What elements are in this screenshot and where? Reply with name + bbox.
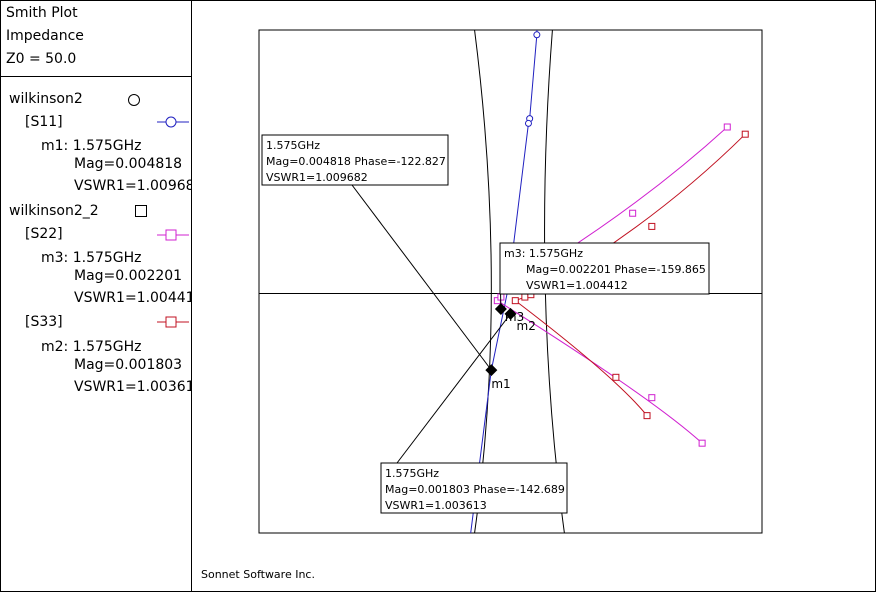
tooltip-m3-line: Mag=0.002201 Phase=-159.865: [526, 263, 706, 276]
tooltip-m3-line: VSWR1=1.004412: [526, 279, 628, 292]
tooltip-m1-line: 1.575GHz: [266, 139, 320, 152]
legend-panel: Smith Plot Impedance Z0 = 50.0 wilkinson…: [1, 1, 192, 591]
tooltip-m1-leader: [351, 184, 492, 371]
tooltip-m2-line: VSWR1=1.003613: [385, 499, 487, 512]
data-point-s33: [511, 297, 519, 305]
marker-label-m1: m1: [491, 377, 510, 391]
tooltip-m2-line: 1.575GHz: [385, 467, 439, 480]
tooltip-m2: [380, 462, 568, 514]
tooltip-m2-line: Mag=0.001803 Phase=-142.689: [385, 483, 565, 496]
plot-title: Smith Plot: [6, 5, 78, 21]
square-icon: [135, 205, 147, 217]
series-line-s22: [497, 300, 703, 444]
data-point-s22: [698, 439, 706, 447]
data-point-s33: [741, 130, 749, 138]
series-swatch-s22-icon: [157, 229, 189, 241]
data-point-s33: [643, 412, 651, 420]
legend-marker-mag: Mag=0.002201 P: [74, 268, 191, 284]
legend-file-name[interactable]: wilkinson2_2: [9, 203, 99, 219]
data-point-s11: [524, 119, 532, 127]
legend-marker-vswr: VSWR1=1.003613: [74, 379, 192, 395]
legend-marker-freq: m3: 1.575GHz: [41, 250, 142, 266]
tooltip-m3-line: m3: 1.575GHz: [504, 247, 583, 260]
data-point-s22: [648, 394, 656, 402]
tooltip-m3: [499, 242, 710, 295]
data-point-s33: [521, 293, 529, 301]
legend-header: Smith Plot Impedance Z0 = 50.0: [1, 1, 191, 77]
plot-subtitle: Impedance: [6, 28, 84, 44]
legend-marker-freq: m1: 1.575GHz: [41, 138, 142, 154]
legend-marker-freq: m2: 1.575GHz: [41, 339, 142, 355]
legend-marker-vswr: VSWR1=1.009682: [74, 178, 192, 194]
marker-label-m2: m2: [517, 319, 536, 333]
series-swatch-s11-icon: [157, 116, 189, 128]
data-point-s33: [648, 222, 656, 230]
legend-series-name[interactable]: [S11]: [25, 114, 63, 130]
legend-marker-vswr: VSWR1=1.004412: [74, 290, 192, 306]
tooltip-m1-line: VSWR1=1.009682: [266, 171, 368, 184]
series-line-s11: [470, 34, 538, 533]
legend-file-name[interactable]: wilkinson2: [9, 91, 83, 107]
data-point-s22: [723, 123, 731, 131]
series-swatch-s33-icon: [157, 316, 189, 328]
resistance-circle-gridline: [474, 30, 492, 533]
plot-frame: [258, 29, 763, 534]
circle-icon: [128, 94, 140, 106]
data-point-s22: [629, 209, 637, 217]
legend-series-name[interactable]: [S22]: [25, 226, 63, 242]
data-point-s33: [612, 373, 620, 381]
legend-marker-mag: Mag=0.004818 P: [74, 156, 191, 172]
data-point-s11: [533, 31, 541, 39]
z0-label: Z0 = 50.0: [6, 51, 77, 67]
tooltip-m1-line: Mag=0.004818 Phase=-122.827: [266, 155, 446, 168]
footer-credit: Sonnet Software Inc.: [201, 568, 315, 581]
tooltip-m1: [261, 134, 449, 186]
series-line-s33: [514, 300, 648, 416]
legend-series-name[interactable]: [S33]: [25, 314, 63, 330]
legend-marker-mag: Mag=0.001803 P: [74, 357, 191, 373]
tooltip-m2-leader: [396, 313, 511, 464]
